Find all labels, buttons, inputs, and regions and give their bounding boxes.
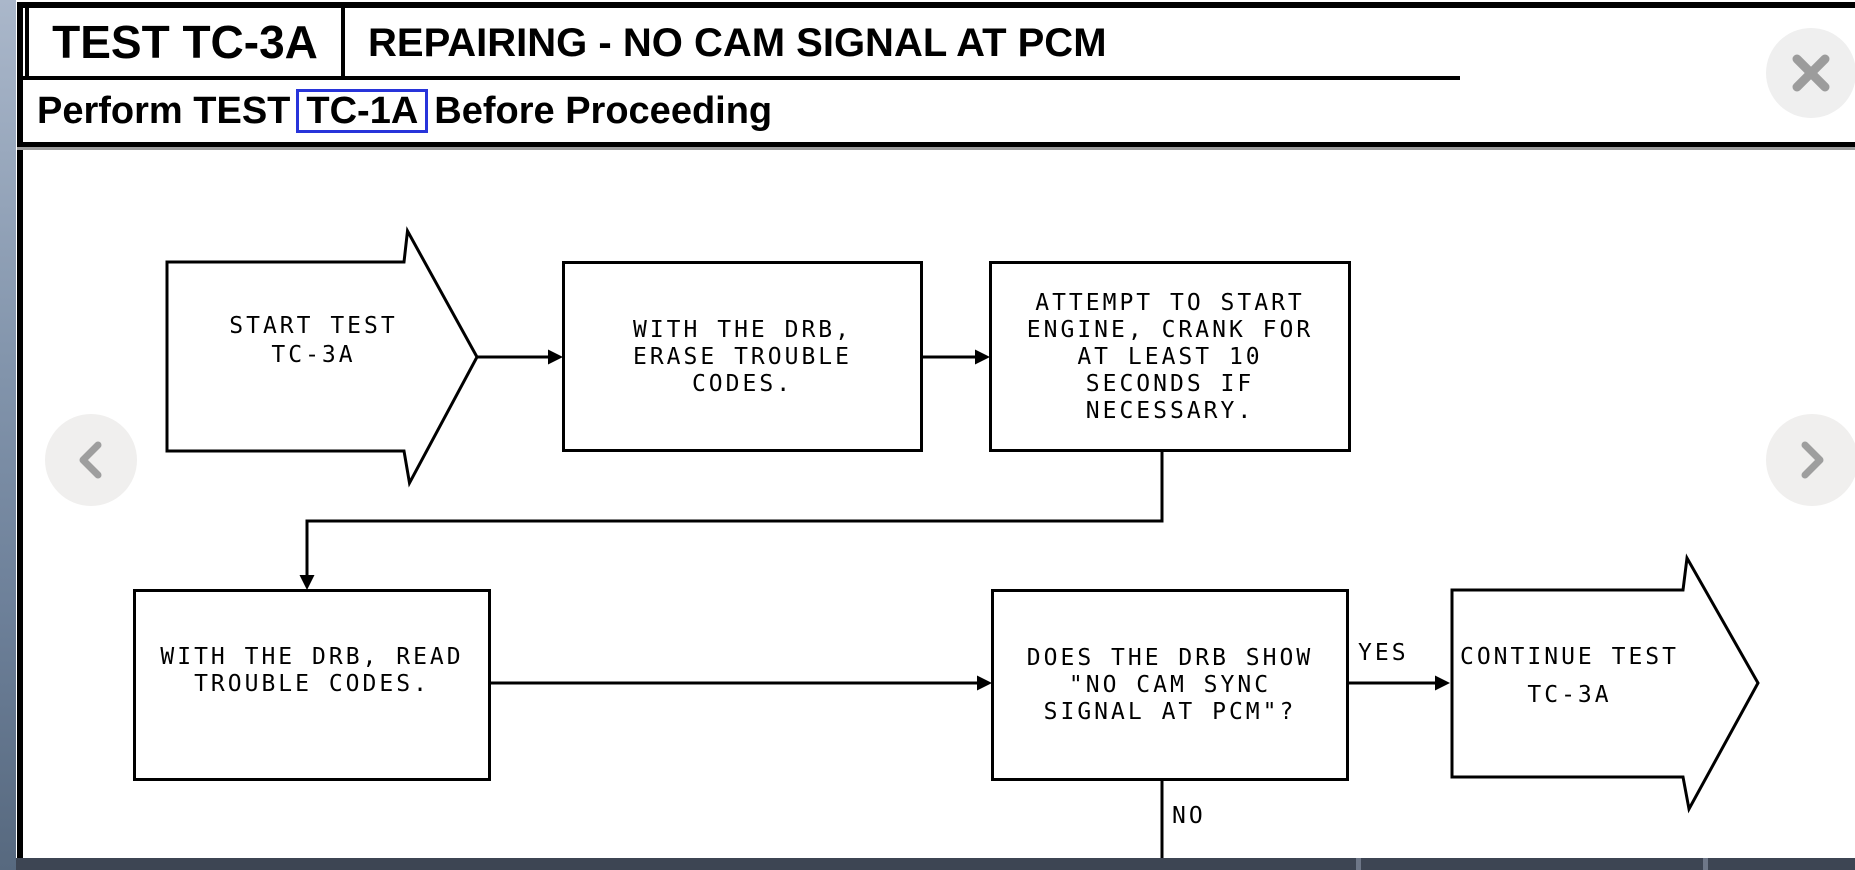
no-label: NO [1172,803,1206,829]
node-erase-text: WITH THE DRB, ERASE TROUBLE CODES. [632,316,852,397]
attempt-start-box [989,261,1351,452]
arrowhead-into-erase [548,349,563,365]
does-drb-show-box [991,589,1349,781]
header-subtitle: Perform TEST TC-1A Before Proceeding [37,84,772,138]
yes-label: YES [1358,640,1409,666]
header-separator-2-shadow [17,147,1855,150]
erase-codes-box [562,261,923,452]
next-page-button[interactable] [1766,414,1855,506]
tc-1a-link[interactable]: TC-1A [296,89,429,133]
bottom-bar-separator-1 [1356,858,1361,870]
header-separator-2 [17,142,1855,147]
page-title: REPAIRING - NO CAM SIGNAL AT PCM [368,20,1107,65]
connector-attempt-read [305,451,1164,577]
chevron-right-icon [1801,441,1824,479]
subtitle-suffix: Before Proceeding [434,89,773,132]
node-attempt-text: ATTEMPT TO START ENGINE, CRANK FOR AT LE… [1026,289,1314,424]
arrowhead-into-attempt [975,349,990,365]
page-border-left [17,2,23,858]
chevron-left-icon [79,441,102,479]
window-edge-strip [0,0,16,870]
page-border-top [17,2,1855,8]
subtitle-prefix: Perform TEST [37,89,291,132]
close-button[interactable] [1766,28,1855,118]
header-separator-1 [23,76,1460,80]
continue-arrow-shape [1450,553,1760,814]
prev-page-button[interactable] [45,414,137,506]
arrowhead-into-read [299,575,315,590]
arrowhead-into-does [977,675,992,691]
arrowhead-into-continue [1435,675,1450,691]
node-read-text: WITH THE DRB, READ TROUBLE CODES. [160,644,464,697]
test-id-label: TEST TC-3A [52,16,318,68]
node-continue-text: CONTINUE TEST TC-3A [1459,644,1679,708]
bottom-bar [16,858,1855,870]
close-icon [1792,54,1830,92]
node-does-text: DOES THE DRB SHOW "NO CAM SYNC SIGNAL AT… [1026,644,1314,725]
read-codes-box [133,589,491,781]
start-arrow-shape [165,226,479,488]
bottom-bar-separator-2 [1703,858,1708,870]
node-start-text: START TEST TC-3A [229,313,398,368]
